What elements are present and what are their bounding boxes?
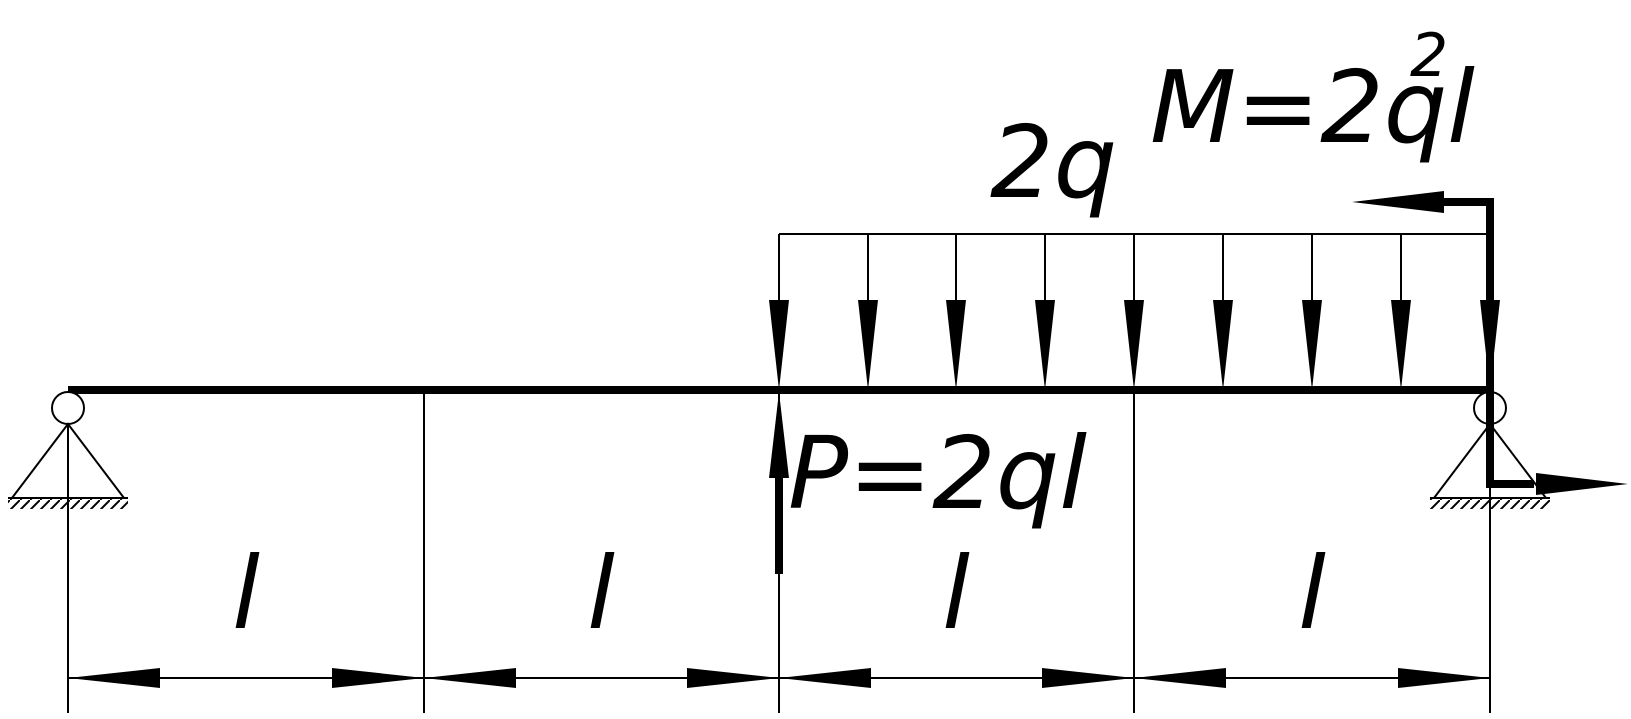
span-label-3: l: [942, 535, 970, 652]
moment-arrow-left-icon: [1352, 191, 1444, 213]
moment-arrow-right-icon: [1536, 473, 1628, 495]
left-support: [8, 391, 128, 509]
dimension-arrow-icon: [779, 668, 871, 688]
moment: [1352, 191, 1628, 495]
span-label-2: l: [587, 535, 615, 652]
load-arrow-icon: [1391, 300, 1411, 390]
moment-label: M=2ql: [1150, 49, 1475, 166]
distributed-load: [769, 233, 1500, 390]
dimension-arrow-icon: [424, 668, 516, 688]
distributed-load-label: 2q: [990, 104, 1117, 221]
load-arrow-icon: [1035, 300, 1055, 390]
load-arrow-icon: [946, 300, 966, 390]
point-force: [769, 392, 789, 574]
load-arrow-icon: [1213, 300, 1233, 390]
moment-exponent: 2: [1410, 21, 1448, 91]
span-label-1: l: [232, 535, 260, 652]
dimension-arrow-icon: [1398, 668, 1490, 688]
load-arrow-icon: [1124, 300, 1144, 390]
dimension-arrow-icon: [332, 668, 424, 688]
dimension-arrow-icon: [1134, 668, 1226, 688]
dimension-arrow-icon: [1042, 668, 1134, 688]
load-arrow-icon: [1302, 300, 1322, 390]
load-arrow-icon: [858, 300, 878, 390]
dimension-line: [68, 668, 1490, 688]
point-force-label: P=2ql: [788, 415, 1087, 532]
span-label-4: l: [1298, 535, 1326, 652]
load-arrow-icon: [769, 300, 789, 390]
force-arrow-icon: [769, 392, 789, 478]
dimension-arrow-icon: [687, 668, 779, 688]
dimension-arrow-icon: [68, 668, 160, 688]
